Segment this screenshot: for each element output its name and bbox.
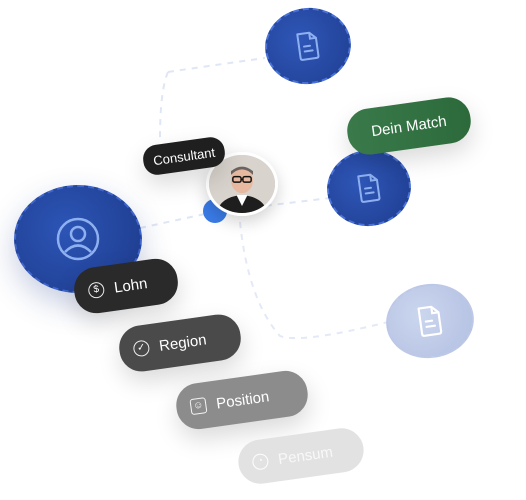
id-badge-icon: ☺ <box>189 397 208 416</box>
consultant-photo <box>209 155 275 213</box>
checkmark-badge-icon: ✓ <box>132 339 151 358</box>
criterion-region-label: Region <box>158 330 208 355</box>
criterion-lohn-label: Lohn <box>112 274 149 297</box>
document-icon <box>417 305 443 337</box>
criterion-position-label: Position <box>215 387 271 413</box>
consultant-avatar <box>206 152 278 216</box>
document-node-top <box>260 2 356 90</box>
user-icon <box>56 217 100 261</box>
document-node-match <box>322 144 416 232</box>
document-node-faded <box>381 278 479 364</box>
criterion-pensum-label: Pensum <box>277 443 334 468</box>
consultant-label-text: Consultant <box>152 144 216 168</box>
pie-chart-icon: ◔ <box>251 452 270 471</box>
document-icon <box>296 31 320 61</box>
document-icon <box>357 173 381 203</box>
dollar-icon: $ <box>87 281 106 300</box>
match-badge-text: Dein Match <box>370 112 448 140</box>
